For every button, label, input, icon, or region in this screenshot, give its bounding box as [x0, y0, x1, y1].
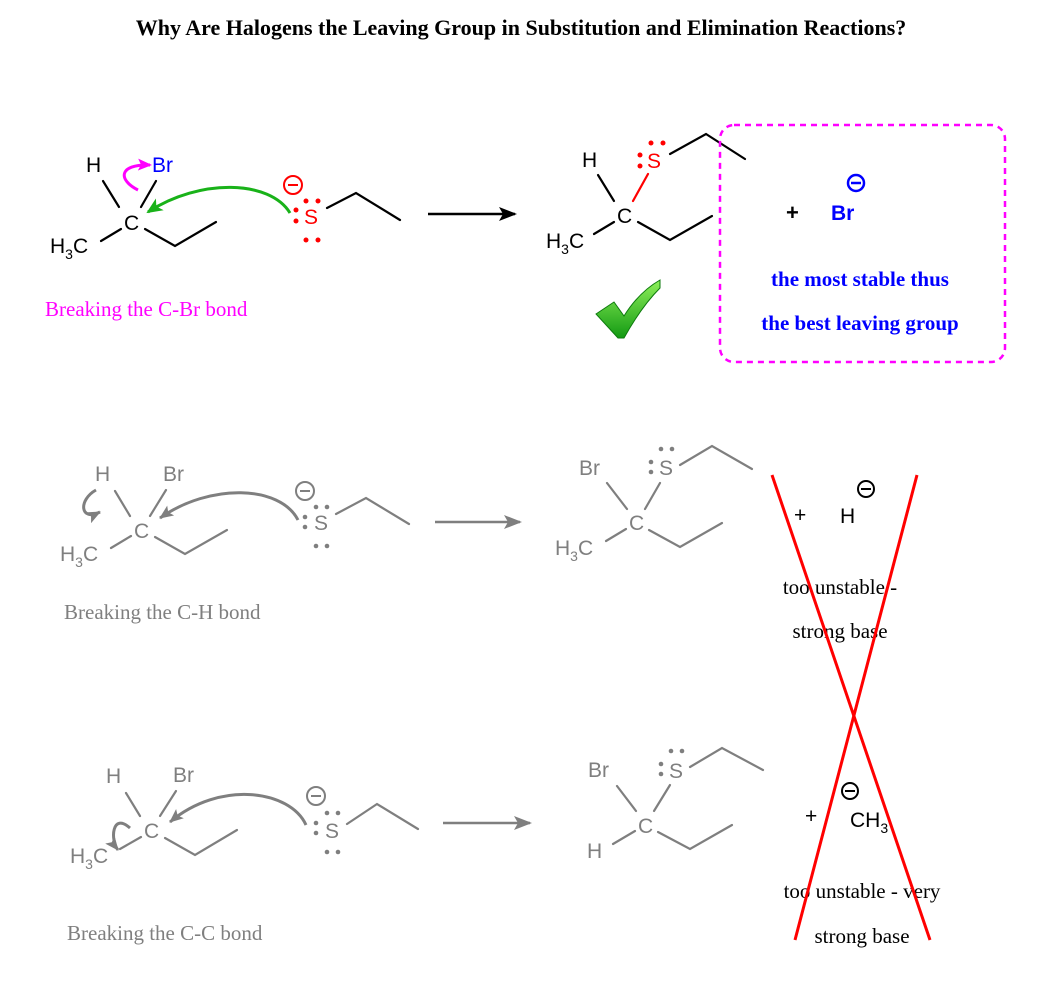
curved-arrow-green — [146, 185, 292, 214]
methyl-anion: CH3 — [850, 809, 888, 836]
note-line2: strong base — [792, 619, 887, 643]
minus-charge-icon — [306, 786, 326, 806]
methyl-group: H3C — [555, 537, 593, 564]
atom-c: C — [124, 212, 139, 235]
atom-s: S — [669, 760, 683, 783]
lone-pair-dots — [637, 140, 666, 169]
row2-caption: Breaking the C-H bond — [64, 600, 261, 624]
row1-reactant — [99, 179, 402, 248]
atom-c: C — [617, 205, 632, 228]
minus-charge-icon — [846, 173, 866, 193]
atom-s: S — [647, 150, 661, 173]
hydride-ion: H — [840, 505, 855, 528]
plus-sign: + — [794, 504, 806, 527]
methyl-group: H3C — [70, 845, 108, 872]
page-title: Why Are Halogens the Leaving Group in Su… — [136, 15, 907, 40]
atom-br: Br — [152, 154, 173, 177]
note-line1: too unstable - — [783, 575, 897, 599]
atom-h: H — [86, 154, 101, 177]
methyl-group: H3C — [50, 235, 88, 262]
row1-product — [592, 132, 747, 242]
row3-caption: Breaking the C-C bond — [67, 921, 263, 945]
atom-s: S — [314, 512, 328, 535]
minus-charge-icon — [283, 175, 303, 195]
atom-br: Br — [588, 759, 609, 782]
atom-s: S — [304, 206, 318, 229]
note-line2: strong base — [814, 924, 909, 948]
atom-c: C — [629, 512, 644, 535]
atom-c: C — [144, 820, 159, 843]
plus-sign: + — [786, 200, 799, 225]
atom-br: Br — [579, 457, 600, 480]
lone-pair-dots — [302, 504, 330, 549]
checkmark-icon — [595, 279, 661, 339]
methyl-group: H3C — [60, 543, 98, 570]
atom-s: S — [325, 820, 339, 843]
row1-caption: Breaking the C-Br bond — [45, 297, 248, 321]
note-line2: the best leaving group — [761, 311, 958, 335]
lone-pair-dots — [648, 446, 675, 475]
row3-product — [611, 746, 765, 851]
curved-arrow-cc — [105, 821, 131, 851]
curved-arrow-gray — [169, 793, 308, 826]
atom-c: C — [638, 815, 653, 838]
atom-c: C — [134, 520, 149, 543]
atom-h: H — [95, 463, 110, 486]
atom-br: Br — [173, 764, 194, 787]
atom-s: S — [659, 457, 673, 480]
atom-br: Br — [163, 463, 184, 486]
plus-sign: + — [805, 805, 817, 828]
lone-pair-dots — [293, 198, 321, 243]
note-line1: the most stable thus — [771, 267, 949, 291]
row2-reactant — [109, 488, 411, 556]
leaving-group-box — [718, 123, 1007, 364]
row2-product — [604, 444, 754, 549]
bromide-ion: Br — [831, 202, 854, 225]
curved-arrow-h — [82, 488, 101, 524]
lone-pair-dots — [313, 810, 341, 855]
lone-pair-dots — [658, 748, 685, 777]
curved-arrow-magenta — [122, 158, 152, 192]
cross-out-icon — [770, 474, 932, 941]
atom-h: H — [106, 765, 121, 788]
curved-arrow-gray — [159, 491, 300, 521]
atom-h: H — [582, 149, 597, 172]
minus-charge-icon — [295, 481, 315, 501]
minus-charge-icon — [857, 480, 875, 498]
methyl-group: H3C — [546, 230, 584, 257]
row3-reactant — [118, 789, 420, 857]
minus-charge-icon — [841, 782, 859, 800]
atom-h: H — [587, 840, 602, 863]
